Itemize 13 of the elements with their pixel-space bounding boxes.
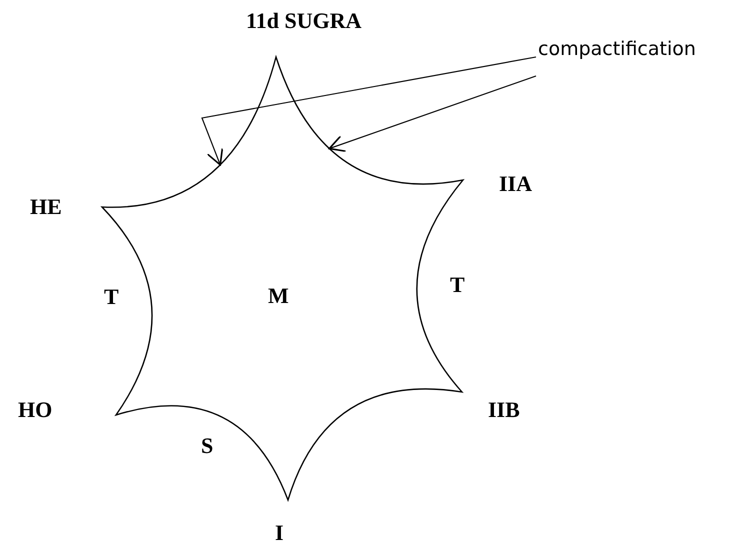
annotation-text: compactification	[538, 38, 696, 60]
arrow	[328, 75, 536, 152]
arrow	[201, 56, 536, 166]
duality-label: S	[201, 435, 214, 457]
duality-label: T	[104, 286, 119, 308]
model-label: HO	[18, 399, 52, 421]
model-label: 11d SUGRA	[246, 10, 362, 32]
model-label: I	[275, 522, 284, 544]
model-label: IIA	[499, 173, 532, 195]
duality-label: T	[450, 274, 465, 296]
model-label: IIB	[488, 399, 520, 421]
region-label: M	[268, 285, 289, 307]
model-label: HE	[30, 196, 62, 218]
